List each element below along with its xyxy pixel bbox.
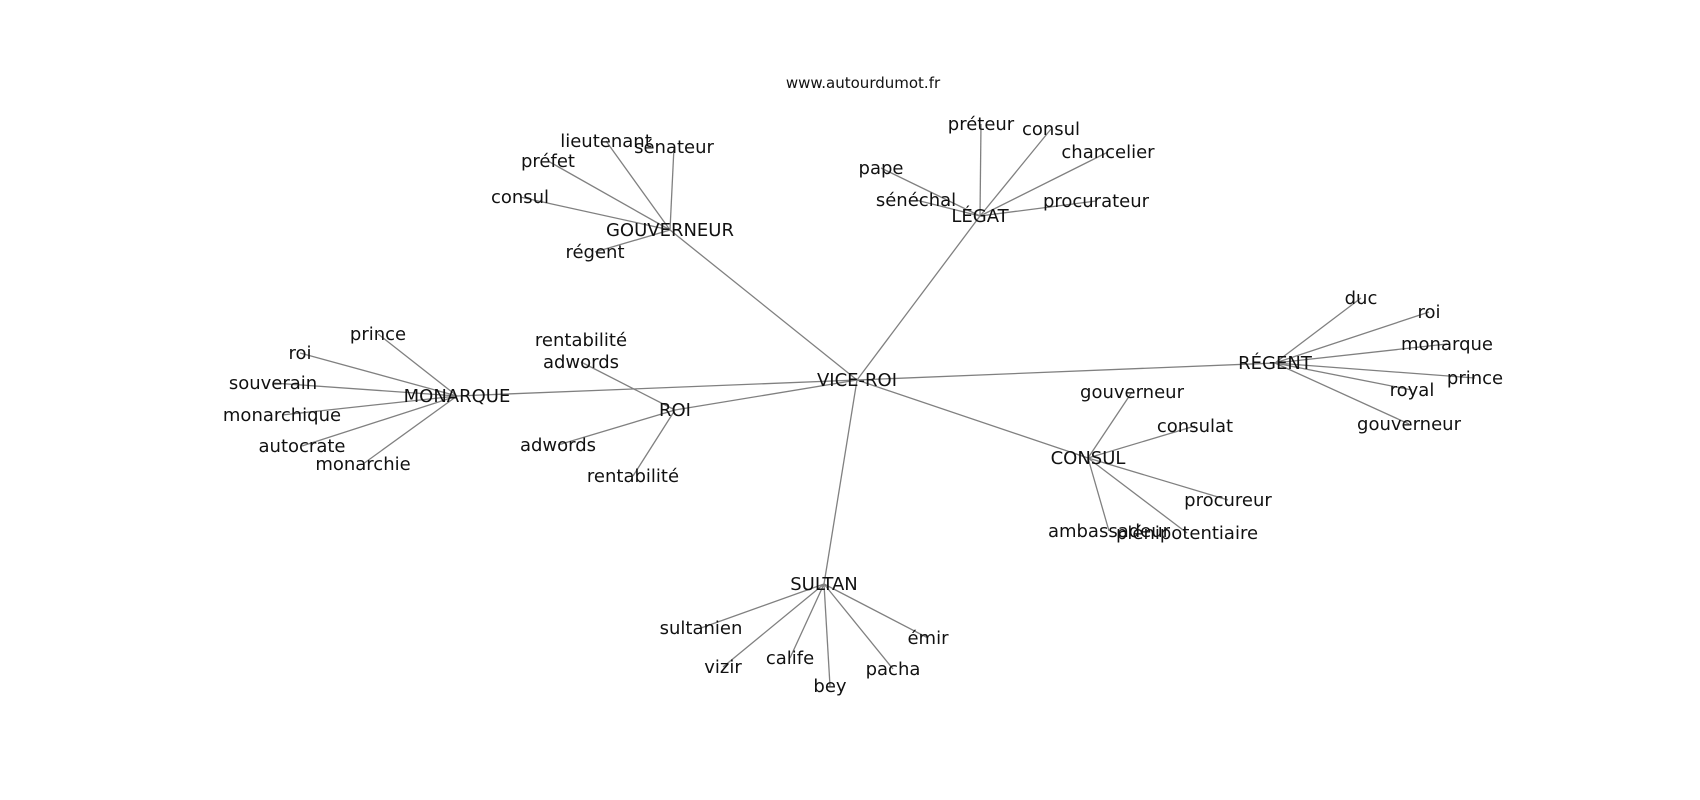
edge-monarque-m-monarchie bbox=[362, 395, 458, 465]
source-url-text: www.autourdumot.fr bbox=[786, 74, 941, 92]
edge-consul-c-ambassadeur bbox=[1087, 457, 1110, 532]
node-label-consul: CONSUL bbox=[1051, 448, 1126, 469]
edge-vice-roi-roi bbox=[674, 379, 858, 411]
graph-edges bbox=[272, 123, 1476, 687]
node-label-rg-duc: duc bbox=[1345, 288, 1378, 309]
node-label-m-roi: roi bbox=[288, 343, 311, 364]
edge-sultan-s-pacha bbox=[823, 583, 894, 670]
node-label-m-monarchie: monarchie bbox=[315, 454, 410, 475]
node-label-g-consul: consul bbox=[491, 187, 549, 208]
edge-legat-l-senechal bbox=[915, 199, 981, 217]
node-label-s-sultanien: sultanien bbox=[660, 618, 743, 639]
node-label-m-monarchique: monarchique bbox=[223, 405, 341, 426]
node-label-s-vizir: vizir bbox=[704, 657, 742, 678]
node-label-s-calife: calife bbox=[766, 648, 814, 669]
edge-regent-rg-roi bbox=[1274, 311, 1430, 364]
node-label-l-chancelier: chancelier bbox=[1061, 142, 1155, 163]
edge-legat-l-pape bbox=[880, 167, 981, 217]
edge-vice-roi-regent bbox=[856, 362, 1276, 381]
node-label-g-lieutenant: lieutenant bbox=[560, 131, 652, 152]
node-label-m-autocrate: autocrate bbox=[259, 436, 346, 457]
node-label-l-senechal: sénéchal bbox=[876, 190, 956, 211]
node-label-g-senateur: sénateur bbox=[634, 137, 714, 158]
edge-legat-l-procurateur bbox=[979, 200, 1097, 217]
edge-vice-roi-legat bbox=[856, 215, 981, 381]
edge-consul-c-plenipotentiaire bbox=[1087, 457, 1188, 534]
node-label-c-plenipotentiaire: plénipotentiaire bbox=[1116, 523, 1258, 544]
node-label-l-pape: pape bbox=[859, 158, 904, 179]
node-label-rg-roi: roi bbox=[1417, 302, 1440, 323]
node-label-roi: ROI bbox=[659, 400, 691, 421]
edge-monarque-m-roi bbox=[299, 352, 458, 397]
edge-legat-l-preteur bbox=[979, 123, 982, 217]
edge-monarque-m-monarchique bbox=[281, 395, 458, 416]
node-label-gouverneur: GOUVERNEUR bbox=[606, 220, 734, 241]
edge-gouverneur-g-prefet bbox=[547, 160, 671, 231]
node-label-g-prefet: préfet bbox=[521, 151, 575, 172]
node-label-regent: RÉGENT bbox=[1238, 352, 1313, 374]
edge-vice-roi-sultan bbox=[823, 379, 858, 585]
graph-labels: VICE-ROI GOUVERNEUR LÉGAT MONARQUE ROI RÉGENT… bbox=[223, 114, 1503, 697]
edge-gouverneur-g-lieutenant bbox=[605, 140, 671, 231]
edge-sultan-s-sultanien bbox=[700, 583, 825, 629]
edge-regent-rg-duc bbox=[1274, 297, 1362, 364]
node-label-r-adwords1: adwords bbox=[543, 352, 619, 373]
node-label-l-procurateur: procurateur bbox=[1043, 191, 1150, 212]
node-label-vice-roi: VICE-ROI bbox=[817, 370, 897, 391]
node-label-s-bey: bey bbox=[813, 676, 847, 697]
edge-monarque-m-autocrate bbox=[301, 395, 458, 447]
node-label-m-prince: prince bbox=[350, 324, 406, 345]
edge-regent-rg-monarque bbox=[1274, 343, 1448, 364]
edge-regent-rg-royal bbox=[1274, 362, 1413, 391]
edge-consul-c-consulat bbox=[1087, 425, 1196, 459]
edge-vice-roi-monarque bbox=[456, 379, 858, 397]
edge-regent-rg-gouverneur bbox=[1274, 362, 1410, 425]
edge-roi-r-adwords1 bbox=[580, 361, 676, 411]
node-label-s-emir: émir bbox=[907, 628, 949, 649]
node-label-c-procureur: procureur bbox=[1184, 490, 1272, 511]
edge-vice-roi-consul bbox=[856, 379, 1089, 459]
node-label-c-gouverneur: gouverneur bbox=[1080, 382, 1185, 403]
node-label-monarque: MONARQUE bbox=[404, 386, 511, 407]
edge-legat-l-chancelier bbox=[979, 151, 1109, 217]
edge-roi-r-rentabilite2 bbox=[632, 409, 676, 477]
edge-regent-rg-prince bbox=[1274, 362, 1476, 379]
edge-legat-l-consul bbox=[979, 128, 1052, 217]
node-label-legat: LÉGAT bbox=[951, 205, 1009, 227]
node-label-l-preteur: préteur bbox=[948, 114, 1015, 135]
node-label-s-pacha: pacha bbox=[866, 659, 921, 680]
edge-vice-roi-gouverneur bbox=[669, 229, 858, 381]
node-label-m-souverain: souverain bbox=[229, 373, 317, 394]
edge-consul-c-procureur bbox=[1087, 457, 1229, 501]
edge-sultan-s-vizir bbox=[722, 583, 825, 668]
node-label-r-adwords2: adwords bbox=[520, 435, 596, 456]
node-label-c-consulat: consulat bbox=[1157, 416, 1233, 437]
edge-roi-r-adwords2 bbox=[557, 409, 676, 446]
edge-sultan-s-calife bbox=[789, 583, 825, 659]
node-label-g-regent: régent bbox=[565, 242, 624, 263]
node-label-l-consul: consul bbox=[1022, 119, 1080, 140]
edge-monarque-m-souverain bbox=[272, 382, 458, 397]
node-label-r-rentabilite2: rentabilité bbox=[587, 466, 679, 487]
node-label-rg-gouverneur: gouverneur bbox=[1357, 414, 1462, 435]
node-label-rg-royal: royal bbox=[1390, 380, 1435, 401]
edge-gouverneur-g-senateur bbox=[669, 146, 675, 231]
node-label-rg-prince: prince bbox=[1447, 368, 1503, 389]
edge-gouverneur-g-regent bbox=[594, 229, 671, 253]
edge-sultan-s-emir bbox=[823, 583, 929, 639]
edge-gouverneur-g-consul bbox=[519, 196, 671, 231]
node-label-sultan: SULTAN bbox=[790, 574, 858, 595]
edge-sultan-s-bey bbox=[823, 583, 831, 687]
node-label-rg-monarque: monarque bbox=[1401, 334, 1493, 355]
edge-monarque-m-prince bbox=[377, 333, 458, 397]
node-label-r-rentabilite1: rentabilité bbox=[535, 330, 627, 351]
node-label-c-ambassadeur: ambassadeur bbox=[1048, 521, 1171, 542]
edge-consul-c-gouverneur bbox=[1087, 391, 1133, 459]
